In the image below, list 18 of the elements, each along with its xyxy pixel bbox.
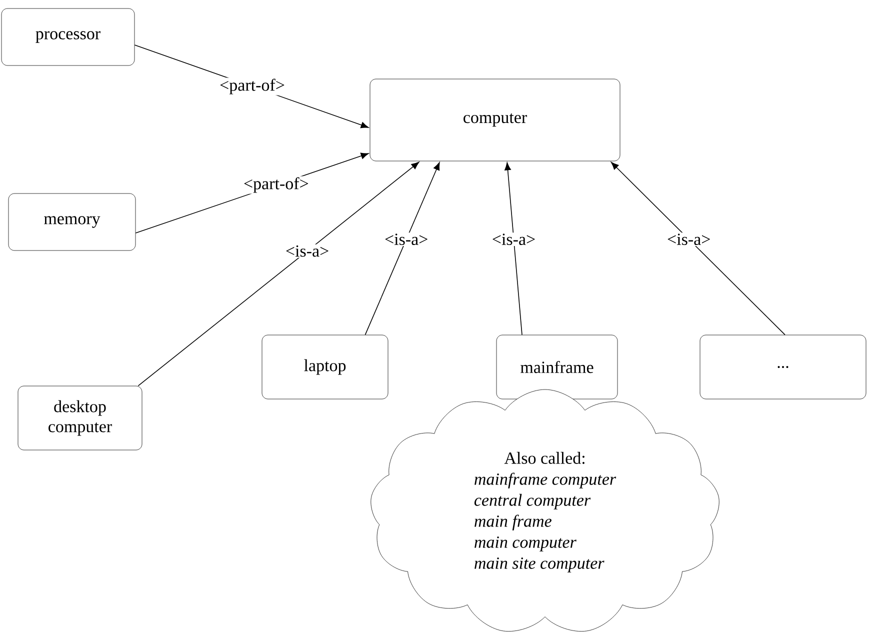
- edge-label: <is-a>: [666, 232, 712, 246]
- cloud-callout: Also called: mainframe computer central computer main frame main computer main site computer: [370, 389, 720, 632]
- edge-label: <part-of>: [218, 78, 286, 96]
- process-box: mainframe: [496, 334, 618, 400]
- arrow: [138, 162, 420, 386]
- edge-label: <is-a>: [490, 232, 537, 246]
- process-box: computer: [370, 78, 620, 162]
- arrow: [504, 162, 522, 336]
- process-box: memory: [8, 193, 136, 251]
- edge-label: <part-of>: [242, 176, 310, 194]
- arrow: [610, 162, 786, 336]
- process-box: ...: [700, 334, 866, 400]
- edge-label: <is-a>: [284, 244, 330, 258]
- edge-label: <is-a>: [383, 232, 430, 246]
- arrow: [364, 162, 440, 336]
- process-box: laptop: [262, 334, 388, 400]
- process-box: processor: [1, 8, 135, 66]
- process-box: desktop computer: [18, 386, 142, 450]
